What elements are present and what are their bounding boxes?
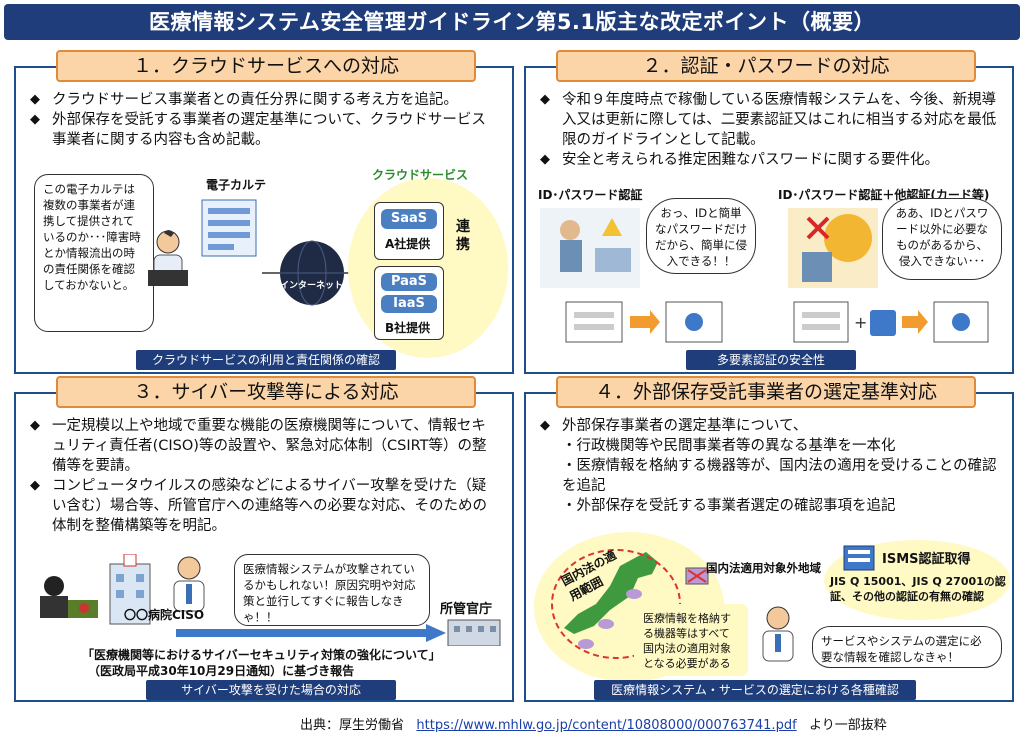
source-line: 出典：厚生労働省 https://www.mhlw.go.jp/content/… [300, 714, 887, 733]
sub-item: ・行政機関等や民間事業者等の異なる基準を一本化 [562, 438, 896, 454]
svg-text:+: + [854, 313, 867, 332]
saas-chip: SaaS [381, 209, 437, 229]
panel-caption: 多要素認証の安全性 [686, 350, 856, 370]
page-title: 医療情報システム安全管理ガイドライン第5.1版主な改定ポイント（概要） [4, 4, 1020, 40]
ehr-document-icon [198, 196, 260, 260]
iaas-chip: IaaS [381, 295, 437, 313]
bullet-item: コンピュータウイルスの感染などによるサイバー攻撃を受けた（疑い含む）場合等、所管… [28, 476, 500, 536]
intruder-blocked-icon [788, 208, 878, 288]
speech-bubble-right: ああ、IDとパスワード以外に必要なものがあるから、侵入できない･･･ [882, 198, 1002, 280]
isms-detail: JIS Q 15001、JIS Q 27001の認証、その他の認証の有無の確認 [830, 575, 1006, 603]
speech-bubble: 医療情報システムが攻撃されているかもしれない！原因究明や対応策と並行してすぐに報… [234, 554, 430, 626]
panel-heading: ４．外部保存受託事業者の選定基準対応 [556, 376, 976, 408]
saas-box: SaaS A社提供 [374, 202, 444, 260]
bullet-list: 一定規模以上や地域で重要な機能の医療機関等について、情報セキュリティ責任者(CI… [28, 416, 500, 536]
panel-heading: ２．認証・パスワードの対応 [556, 50, 976, 82]
hospital-ciso-label: 〇〇病院CISO [124, 608, 205, 622]
source-suffix: より一部抜粋 [809, 718, 887, 733]
bullet-item: 一定規模以上や地域で重要な機能の医療機関等について、情報セキュリティ責任者(CI… [28, 416, 500, 476]
notice-reference: （医政局平成30年10月29日通知）に基づき報告 [88, 664, 355, 678]
speech-bubble: サービスやシステムの選定に必要な情報を確認しなきゃ！ [812, 626, 1002, 668]
login-flow-left-icon [564, 300, 724, 344]
internet-globe-icon [262, 238, 362, 308]
source-prefix: 出典：厚生労働省 [300, 718, 405, 733]
bullet-item: 外部保存を受託する事業者の選定基準について、クラウドサービス事業者に関する内容も… [28, 110, 500, 150]
intruder-success-icon [540, 208, 640, 288]
hacker-icon [32, 572, 102, 622]
internet-label: インターネット網 [280, 281, 353, 291]
blocked-server-icon [684, 566, 710, 586]
isms-label: ISMS認証取得 [882, 552, 971, 567]
bullet-list: クラウドサービス事業者との責任分界に関する考え方を追記。 外部保存を受託する事業… [28, 90, 500, 150]
panel-cyber: ３．サイバー攻撃等による対応 一定規模以上や地域で重要な機能の医療機関等について… [14, 376, 514, 702]
bullet-list: 令和９年度時点で稼働している医療情報システムを、今後、新規導入又は更新に際しては… [538, 90, 1000, 170]
speech-bubble-left: おっ、IDと簡単なパスワードだけだから、簡単に侵入できる！！ [646, 198, 756, 274]
link-label: 連携 [456, 219, 470, 253]
panel-cloud: １．クラウドサービスへの対応 クラウドサービス事業者との責任分界に関する考え方を… [14, 50, 514, 374]
reviewer-doctor-icon [758, 604, 798, 664]
id-password-label: ID･パスワード認証 [538, 188, 643, 202]
certificate-icon [842, 544, 876, 572]
panel-external-storage: ４．外部保存受託事業者の選定基準対応 外部保存事業者の選定基準について、 ・行政… [524, 376, 1014, 702]
speech-bubble: この電子カルテは複数の事業者が連携して提供されているのか･･･障害時とか情報流出… [34, 174, 154, 332]
panel-caption: サイバー攻撃を受けた場合の対応 [146, 680, 396, 700]
hospital-building-icon [106, 553, 154, 626]
bullet-item: 令和９年度時点で稼働している医療情報システムを、今後、新規導入又は更新に際しては… [538, 90, 1000, 150]
source-link[interactable]: https://www.mhlw.go.jp/content/10808000/… [416, 718, 797, 733]
ministry-label: 所管官庁 [440, 602, 493, 617]
provider-a: A社提供 [385, 237, 431, 251]
panel-caption: クラウドサービスの利用と責任関係の確認 [136, 350, 396, 370]
government-building-icon [446, 616, 502, 647]
bullet-item: 安全と考えられる推定困難なパスワードに関する要件化。 [538, 150, 1000, 170]
bullet-list: 外部保存事業者の選定基準について、 ・行政機関等や民間事業者等の異なる基準を一本… [538, 416, 1000, 516]
ciso-doctor-icon [168, 554, 210, 614]
outside-law-label: 国内法適用対象外地域 [706, 561, 821, 575]
provider-b: B社提供 [385, 321, 431, 335]
cloud-label: クラウドサービス [372, 168, 469, 182]
device-note: 医療情報を格納する機器等はすべて国内法の適用対象となる必要がある [634, 604, 748, 676]
doctor-icon [146, 228, 190, 288]
paas-iaas-box: PaaS IaaS B社提供 [374, 266, 444, 340]
panel-heading: ３．サイバー攻撃等による対応 [56, 376, 476, 408]
panel-auth: ２．認証・パスワードの対応 令和９年度時点で稼働している医療情報システムを、今後… [524, 50, 1014, 374]
login-flow-right-icon: + [792, 300, 992, 344]
report-arrow-icon [176, 624, 446, 642]
bullet-item: 外部保存事業者の選定基準について、 [538, 416, 1000, 436]
bullet-item: クラウドサービス事業者との責任分界に関する考え方を追記。 [28, 90, 500, 110]
sub-item: ・医療情報を格納する機器等が、国内法の適用を受けることの確認を追記 [562, 458, 997, 494]
notice-title: 「医療機関等におけるサイバーセキュリティ対策の強化について」 [82, 648, 441, 662]
panel-heading: １．クラウドサービスへの対応 [56, 50, 476, 82]
ehr-label: 電子カルテ [206, 178, 267, 192]
paas-chip: PaaS [381, 273, 437, 291]
sub-item: ・外部保存を受託する事業者選定の確認事項を追記 [562, 498, 896, 514]
panel-caption: 医療情報システム・サービスの選定における各種確認 [594, 680, 916, 700]
